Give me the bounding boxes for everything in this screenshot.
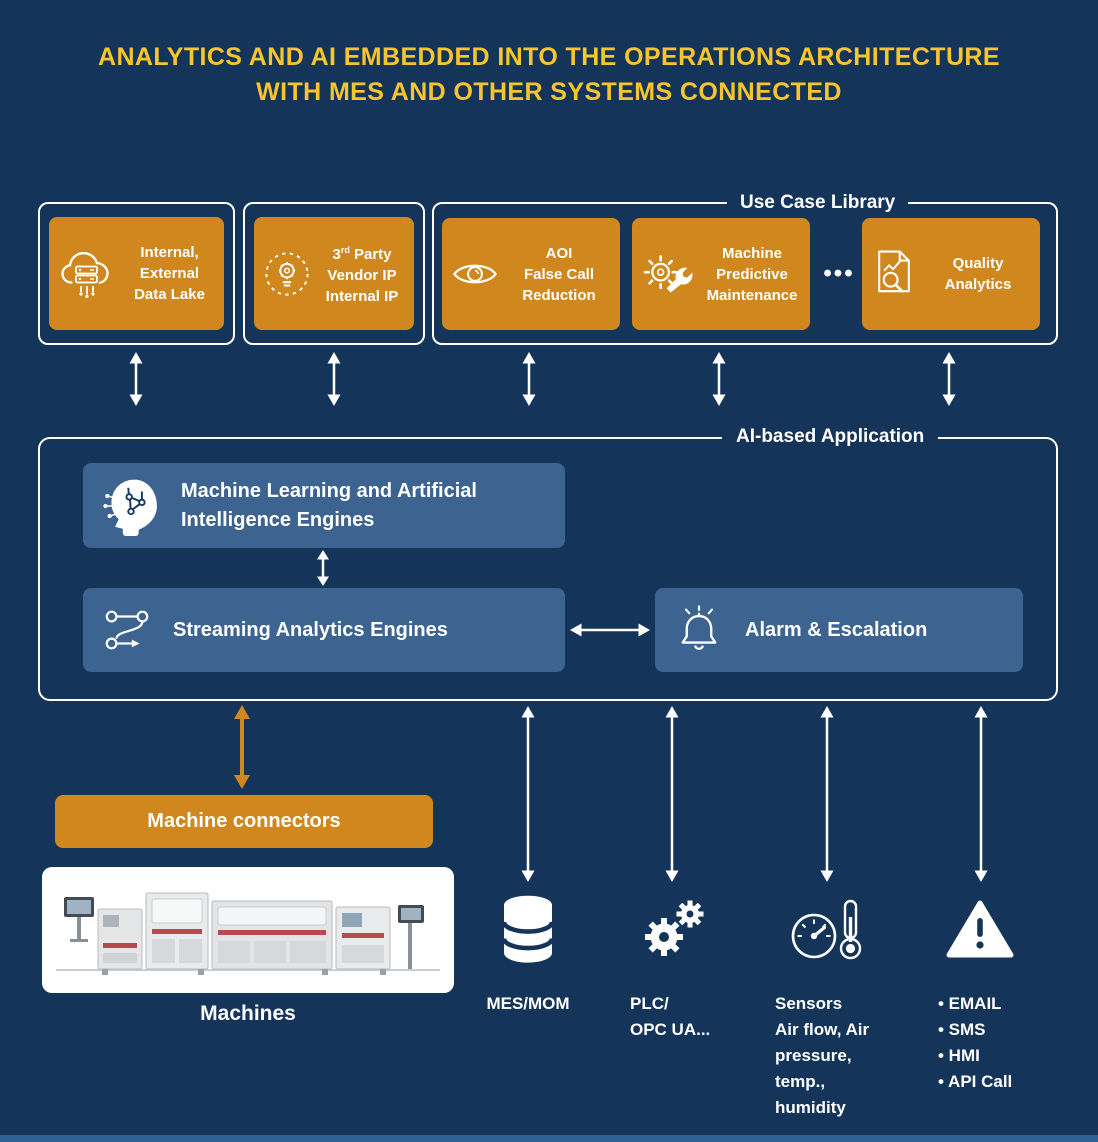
streaming-panel: Streaming Analytics Engines <box>83 588 565 672</box>
data-lake-card: Internal, External Data Lake <box>49 217 224 330</box>
document-magnifier-icon <box>872 249 916 299</box>
machines-card <box>42 867 454 993</box>
title-line-1: ANALYTICS AND AI EMBEDDED INTO THE OPERA… <box>98 43 1000 71</box>
ai-application-label: AI-based Application <box>722 424 939 450</box>
machines-label: Machines <box>200 1002 296 1025</box>
machine-connectors-label: Machine connectors <box>147 810 341 832</box>
arrow-streaming-alarm <box>570 623 650 637</box>
database-icon <box>498 892 558 973</box>
alert-item: • SMS <box>938 1020 986 1039</box>
ml-engines-label: Machine Learning and Artificial Intellig… <box>181 479 477 531</box>
title-line-2: WITH MES AND OTHER SYSTEMS CONNECTED <box>256 78 842 106</box>
ellipsis-dots: ••• <box>823 259 855 287</box>
gears-icon <box>637 893 707 968</box>
arrow-data-lake <box>129 352 143 406</box>
arrow-machine-connectors <box>234 705 250 789</box>
streaming-label: Streaming Analytics Engines <box>173 618 448 641</box>
predictive-maintenance-label: Machine Predictive Maintenance <box>706 244 798 304</box>
arrow-plc <box>665 706 679 882</box>
flow-nodes-icon <box>101 604 153 656</box>
quality-analytics-card: Quality Analytics <box>862 218 1040 330</box>
alert-item: • API Call <box>938 1072 1013 1091</box>
alert-item: • EMAIL <box>938 994 1002 1013</box>
alert-item: • HMI <box>938 1046 980 1065</box>
vendor-ip-label: 3rd Party Vendor IP Internal IP <box>325 245 399 305</box>
machine-connectors-box: Machine connectors <box>55 795 433 848</box>
arrow-quality <box>942 352 956 406</box>
page-title: ANALYTICS AND AI EMBEDDED INTO THE OPERA… <box>0 40 1098 110</box>
arrow-alerts <box>974 706 988 882</box>
warning-triangle-icon <box>945 898 1015 965</box>
mes-label: MES/MOM <box>486 994 570 1013</box>
eye-inspection-icon <box>452 256 498 292</box>
use-case-library-group: Use Case Library AOI False Call Reductio… <box>432 190 1058 345</box>
vendor-ip-card: 3rd Party Vendor IP Internal IP <box>254 217 414 330</box>
alerts-list: • EMAIL • SMS • HMI • API Call <box>938 991 1012 1095</box>
arrow-mes <box>521 706 535 882</box>
alarm-label: Alarm & Escalation <box>745 618 928 641</box>
arrow-ml-streaming <box>317 550 329 586</box>
data-lake-label: Internal, External Data Lake <box>134 244 205 303</box>
ml-engines-panel: Machine Learning and Artificial Intellig… <box>83 463 565 548</box>
arrow-sensors <box>820 706 834 882</box>
plc-label: PLC/ OPC UA... <box>630 994 711 1039</box>
alarm-bell-icon <box>673 604 725 656</box>
use-case-library-label: Use Case Library <box>727 190 909 216</box>
arrow-aoi <box>522 352 536 406</box>
machines-illustration <box>56 892 440 975</box>
data-lake-group: Internal, External Data Lake <box>38 202 235 345</box>
cloud-data-lake-icon <box>59 246 115 302</box>
sensors-label: Sensors Air flow, Air pressure, temp., h… <box>775 994 870 1117</box>
idea-lightbulb-icon <box>264 251 310 297</box>
gauge-thermometer-icon <box>787 897 869 968</box>
head-circuit-icon <box>101 475 161 537</box>
gear-wrench-icon <box>642 250 694 298</box>
alarm-panel: Alarm & Escalation <box>655 588 1023 672</box>
arrow-maintenance <box>712 352 726 406</box>
arrow-vendor-ip <box>327 352 341 406</box>
quality-analytics-label: Quality Analytics <box>944 255 1012 293</box>
vendor-ip-group: 3rd Party Vendor IP Internal IP <box>243 202 425 345</box>
ai-application-box <box>38 437 1058 701</box>
predictive-maintenance-card: Machine Predictive Maintenance <box>632 218 810 330</box>
aoi-false-call-card: AOI False Call Reduction <box>442 218 620 330</box>
aoi-false-call-label: AOI False Call Reduction <box>522 244 596 304</box>
